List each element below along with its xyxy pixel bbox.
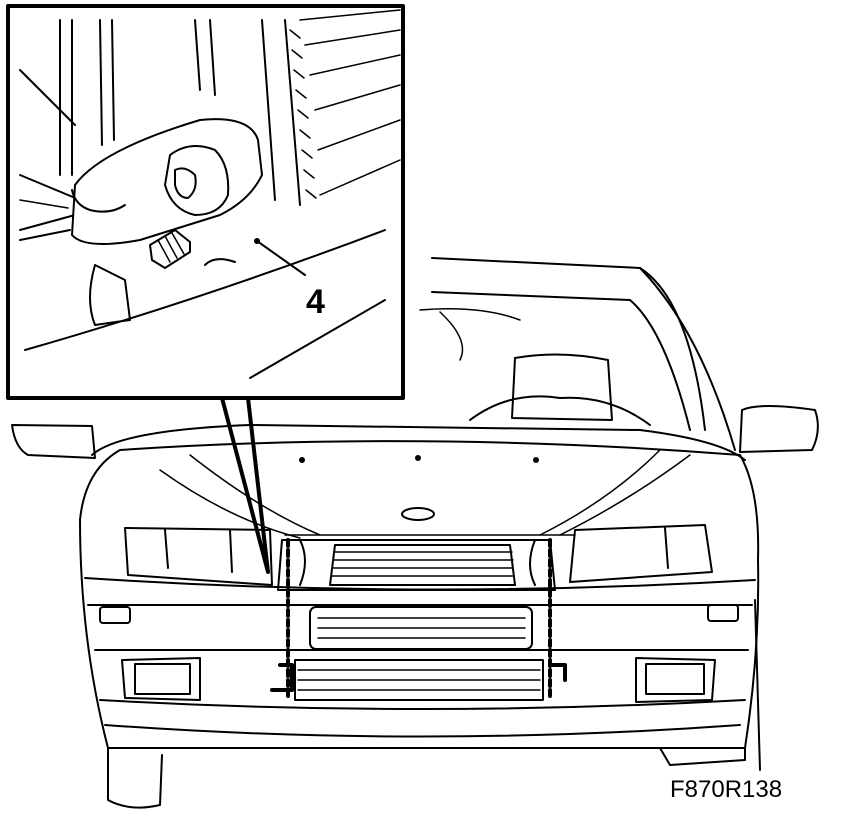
hood-dot [415,455,421,461]
left-indicator [99,606,131,624]
right-fog-light [645,663,705,695]
hood-dot [299,457,305,463]
saab-badge [401,507,435,521]
callout-number-label: 4 [306,283,325,321]
car-body [11,257,819,809]
left-fog-light [134,663,191,695]
figure-reference: F870R138 [670,776,782,803]
right-indicator [707,604,739,622]
hood-dot [533,457,539,463]
detail-inset: 4 [6,4,405,574]
